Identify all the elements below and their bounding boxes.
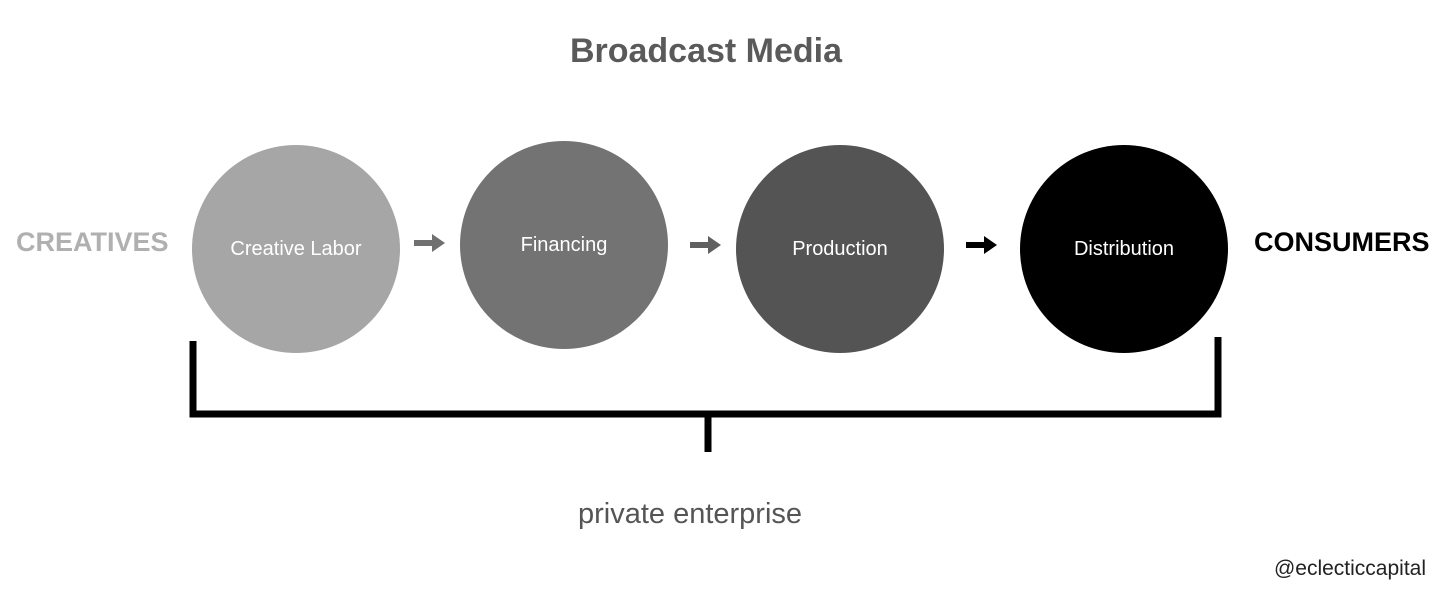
stage-production: Production [736,145,944,353]
stage-label: Creative Labor [230,237,362,260]
stage-label: Production [792,237,888,260]
stage-financing: Financing [460,141,668,349]
stage-label: Distribution [1073,237,1175,260]
arrow-right-icon [414,234,445,252]
arrow-right-icon [690,236,721,254]
arrow-right-icon [966,236,997,254]
author-handle: @eclecticcapital [1273,557,1426,580]
creatives-label: CREATIVES [16,227,169,257]
stage-label: Financing [520,233,608,256]
diagram-title: Broadcast Media [569,32,843,70]
stage-creative-labor: Creative Labor [192,145,400,353]
bracket-caption: private enterprise [577,498,803,530]
consumers-label: CONSUMERS [1254,227,1430,257]
stage-distribution: Distribution [1020,145,1228,353]
